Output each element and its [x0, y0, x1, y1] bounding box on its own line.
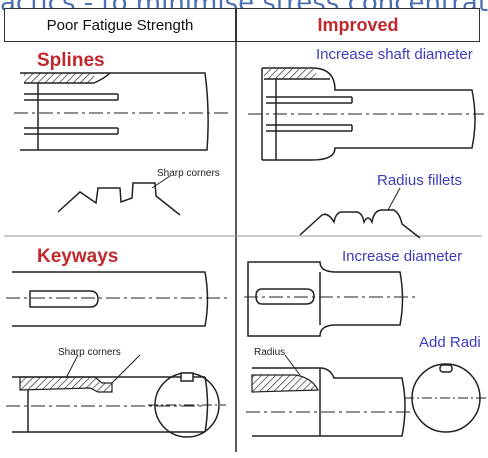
splines-note-increase-shaft-diameter: Increase shaft diameter — [316, 46, 473, 63]
keyways-improved-radius-label: Radius — [254, 347, 286, 358]
keyways-poor-shaft-bottom — [12, 376, 209, 433]
keyways-poor-sharp-corners-label: Sharp corners — [58, 347, 121, 358]
keyways-improved-shaft-bottom — [251, 367, 406, 437]
splines-improved-profile — [299, 209, 421, 239]
keyways-improved-shaft-top — [247, 261, 404, 337]
splines-poor-shaft — [20, 72, 209, 151]
splines-poor-arrow — [151, 175, 171, 189]
splines-improved-arrow — [387, 187, 401, 211]
keyways-poor-shaft-top — [12, 271, 209, 327]
keyways-improved-radius-arrow — [284, 354, 301, 376]
splines-improved-shaft — [261, 67, 476, 161]
splines-poor-profile — [57, 182, 181, 216]
keyways-note-add-radi: Add Radi — [419, 334, 481, 351]
keyways-title: Keyways — [37, 246, 119, 267]
header-poor: Poor Fatigue Strength — [4, 8, 236, 42]
keyways-poor-arrow-2 — [111, 354, 141, 384]
splines-poor-sharp-corners-label: Sharp corners — [157, 168, 220, 179]
keyways-note-increase-diameter: Increase diameter — [342, 248, 463, 265]
header-improved: Improved — [236, 8, 480, 42]
splines-note-radius-fillets: Radius fillets — [377, 172, 463, 189]
keyways-poor-arrow-1 — [65, 354, 79, 379]
splines-title: Splines — [37, 50, 105, 71]
